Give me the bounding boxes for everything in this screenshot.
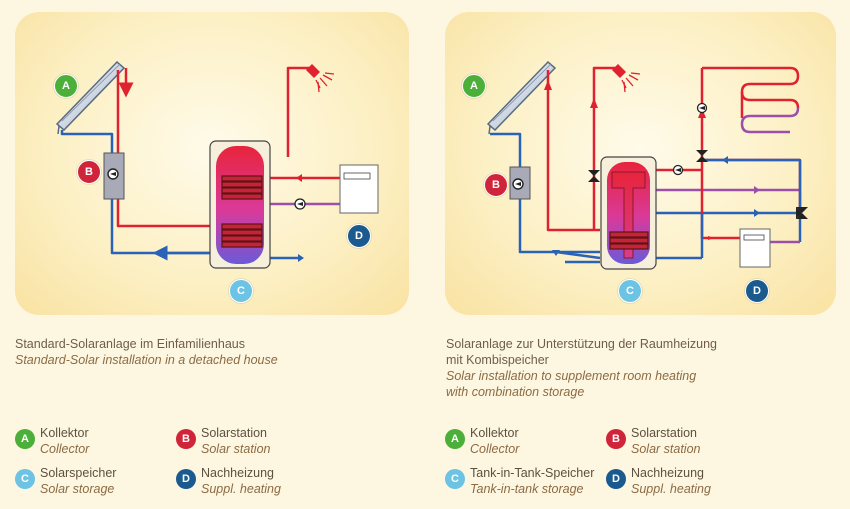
right-legend-badge-c: C — [445, 469, 465, 489]
left-hot-water-pipe — [286, 66, 312, 157]
right-legend-label-en: Collector — [470, 442, 520, 456]
right-mixing-valve-icon — [588, 170, 600, 182]
left-solar-collector — [55, 60, 126, 135]
right-legend-label-en: Tank-in-tank storage — [470, 482, 584, 496]
right-legend-badge-d: D — [606, 469, 626, 489]
right-hot-water-pipe — [592, 66, 618, 150]
left-legend-badge-b: B — [176, 429, 196, 449]
left-caption-en: Standard-Solar installation in a detache… — [15, 353, 278, 367]
right-legend-badge-b: B — [606, 429, 626, 449]
left-solar-return-pipe — [60, 130, 212, 255]
right-floor-heating-coil — [740, 66, 800, 134]
left-solar-station — [103, 152, 125, 200]
left-caption-de: Standard-Solaranlage im Einfamilienhaus — [15, 337, 245, 351]
right-label-a: A — [462, 74, 486, 98]
right-label-d: D — [745, 279, 769, 303]
right-legend-label-en: Suppl. heating — [631, 482, 711, 496]
left-legend-badge-a: A — [15, 429, 35, 449]
left-legend-label-en: Solar station — [201, 442, 271, 456]
right-solar-collector — [486, 60, 557, 135]
left-legend-label-en: Suppl. heating — [201, 482, 281, 496]
right-caption-en-2: with combination storage — [446, 385, 585, 399]
right-legend-label-de: Kollektor — [470, 426, 519, 440]
left-caption: Standard-Solaranlage im Einfamilienhaus … — [15, 336, 278, 368]
left-label-a: A — [54, 74, 78, 98]
left-diagram — [55, 60, 379, 269]
left-legend-label-de: Solarspeicher — [40, 466, 117, 480]
right-label-c: C — [618, 279, 642, 303]
right-legend-label-de: Nachheizung — [631, 466, 704, 480]
right-label-b: B — [484, 173, 508, 197]
right-legend-label-de: Solarstation — [631, 426, 698, 440]
right-caption-en-1: Solar installation to supplement room he… — [446, 369, 697, 383]
left-label-c: C — [229, 279, 253, 303]
left-legend-label-de: Kollektor — [40, 426, 89, 440]
right-tank-in-tank-storage — [600, 156, 657, 270]
right-caption: Solaranlage zur Unterstützung der Raumhe… — [446, 336, 717, 400]
right-diverter-valve-icon — [796, 207, 808, 219]
left-legend-label-de: Nachheizung — [201, 466, 274, 480]
left-legend-label-de: Solarstation — [201, 426, 268, 440]
left-legend-badge-d: D — [176, 469, 196, 489]
left-label-d: D — [347, 224, 371, 248]
left-legend-badge-c: C — [15, 469, 35, 489]
right-diagram — [486, 60, 808, 270]
right-caption-de-1: Solaranlage zur Unterstützung der Raumhe… — [446, 337, 717, 351]
right-legend-label-en: Solar station — [631, 442, 701, 456]
right-suppl-heater — [739, 228, 771, 268]
left-label-b: B — [77, 160, 101, 184]
left-solar-storage-tank — [209, 140, 271, 269]
right-shower-icon — [612, 64, 641, 93]
right-legend-badge-a: A — [445, 429, 465, 449]
left-legend-label-en: Collector — [40, 442, 90, 456]
left-shower-icon — [306, 64, 335, 93]
left-solar-flow-pipe — [116, 70, 212, 228]
left-legend-label-en: Solar storage — [40, 482, 115, 496]
left-suppl-heater — [339, 164, 379, 214]
system-diagrams — [55, 60, 808, 270]
right-caption-de-2: mit Kombispeicher — [446, 353, 549, 367]
right-solar-station — [509, 166, 531, 200]
right-three-way-valve-icon — [696, 150, 708, 162]
right-legend-label-de: Tank-in-Tank-Speicher — [470, 466, 595, 480]
